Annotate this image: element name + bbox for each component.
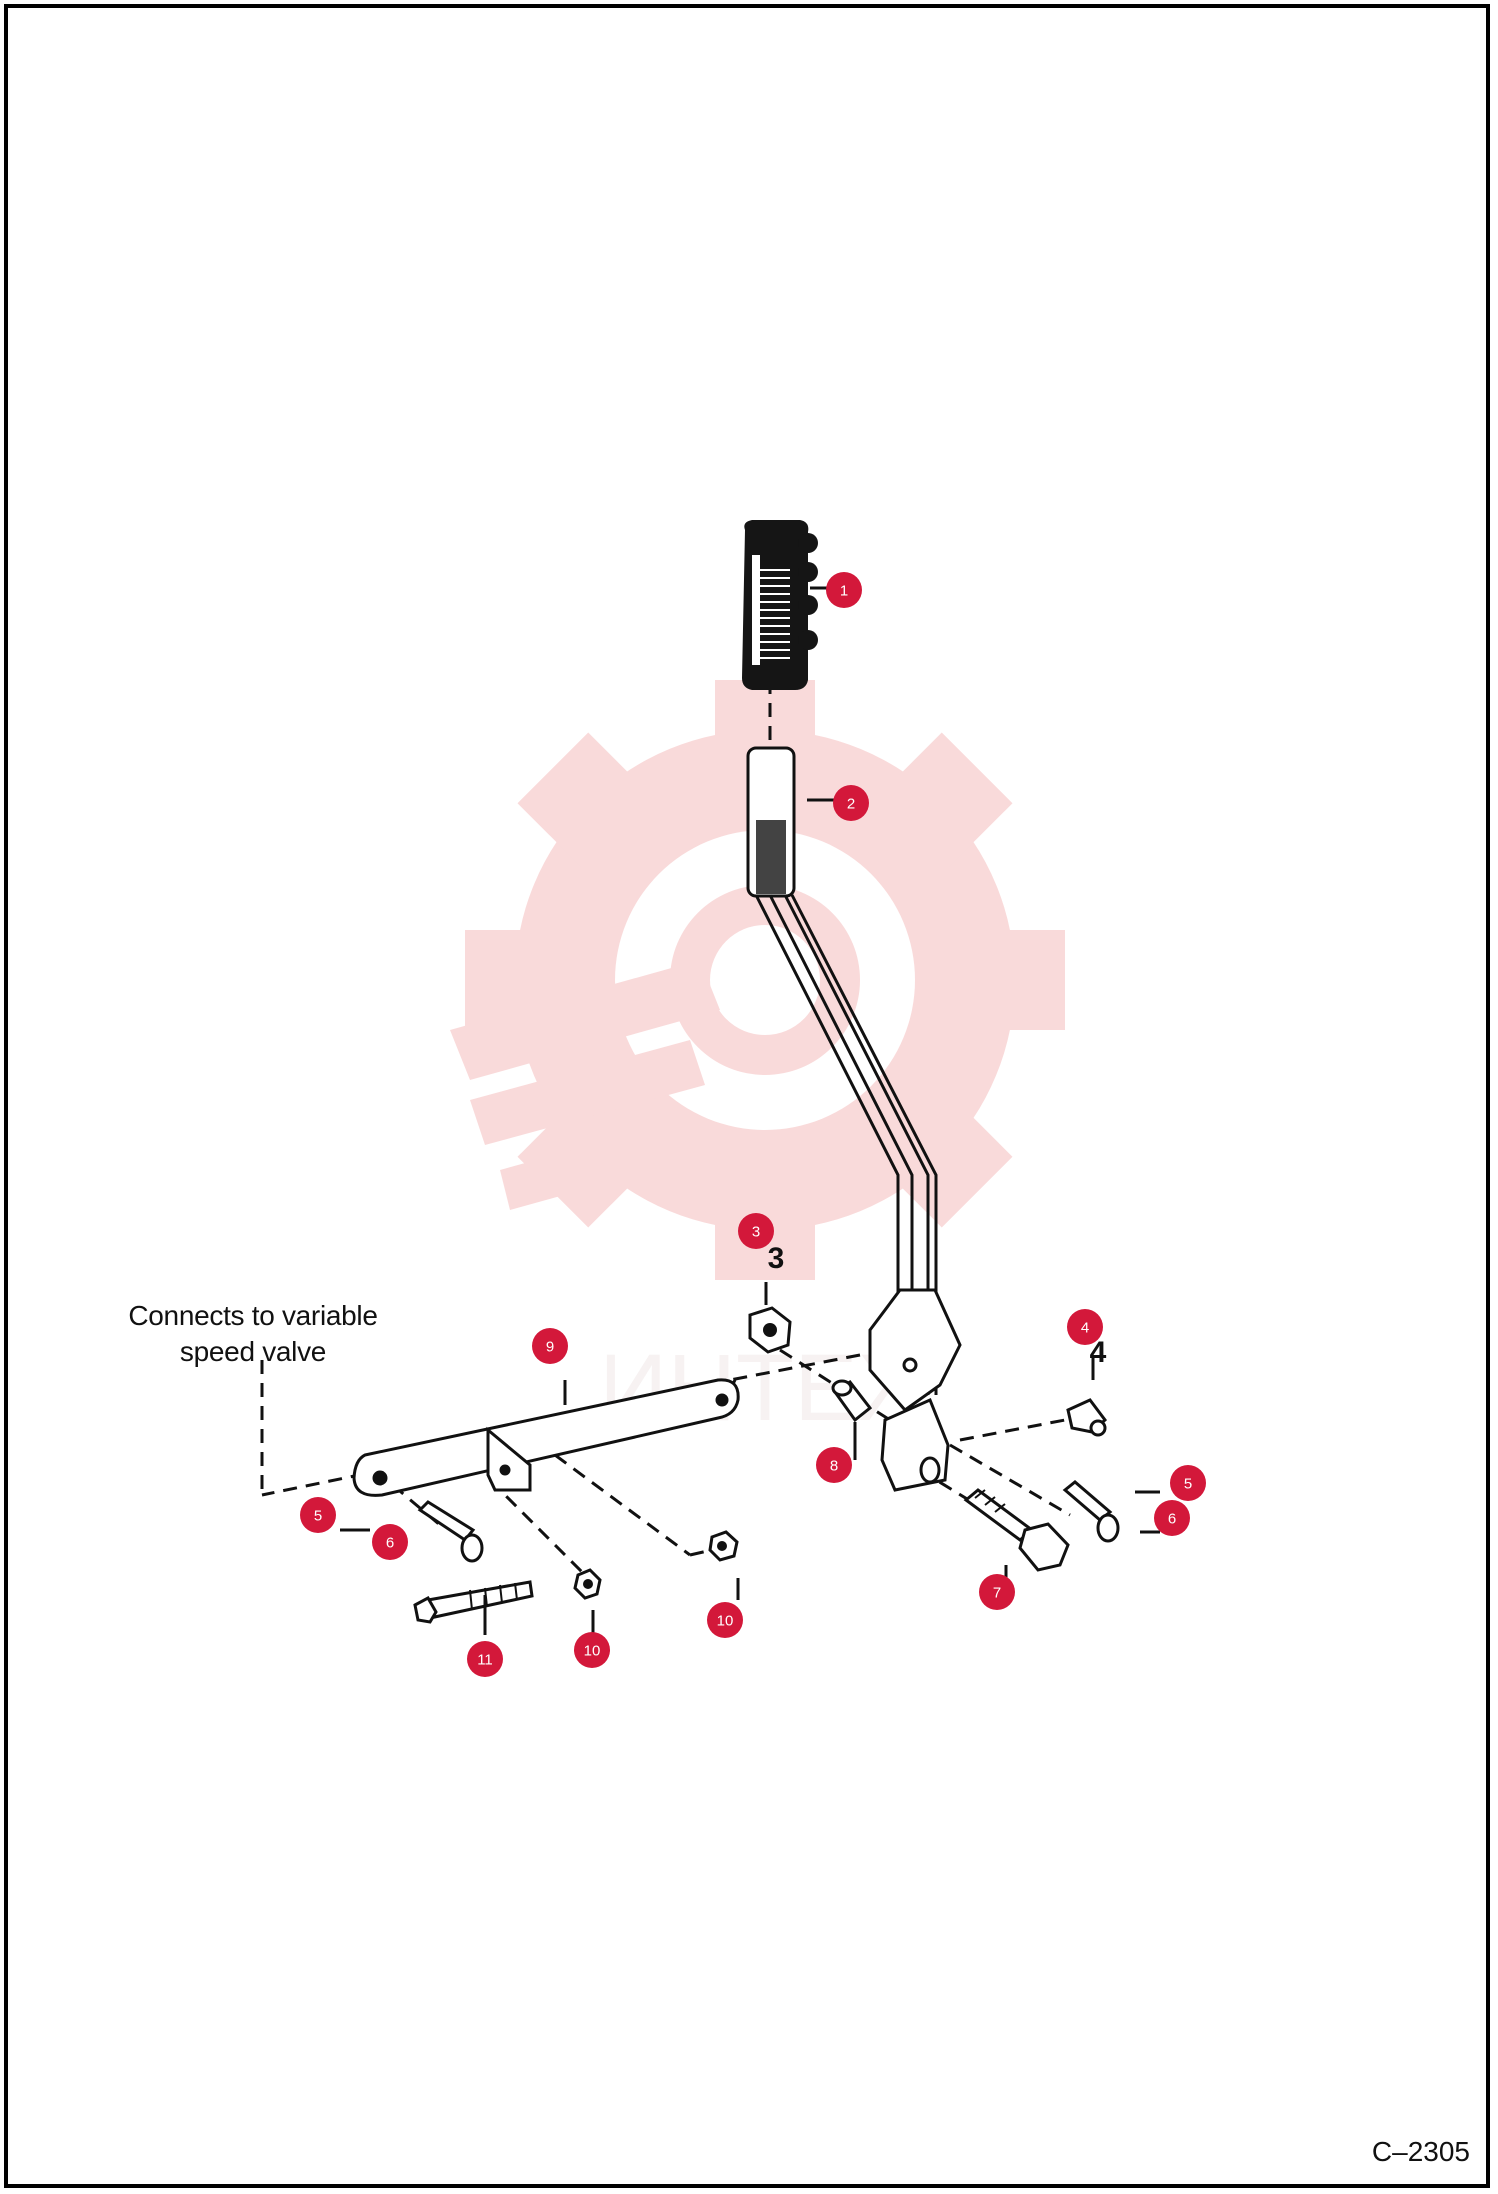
callout-2[interactable]: 2 bbox=[833, 785, 869, 821]
callout-badge bbox=[1154, 1500, 1190, 1536]
callout-label: 10 bbox=[717, 1613, 734, 1630]
callout-badge bbox=[467, 1641, 503, 1677]
callout-4[interactable]: 4 bbox=[1067, 1309, 1103, 1345]
callout-badge bbox=[979, 1574, 1015, 1610]
callout-label: 1 bbox=[840, 583, 848, 600]
callout-badge bbox=[1170, 1465, 1206, 1501]
callout-badge bbox=[738, 1213, 774, 1249]
caption-line-1: Connects to variable bbox=[128, 1300, 378, 1331]
callout-11[interactable]: 11 bbox=[467, 1641, 503, 1677]
callout-badge bbox=[372, 1524, 408, 1560]
callout-label: 5 bbox=[314, 1508, 322, 1525]
nut-part bbox=[748, 1306, 792, 1354]
callout-5-left[interactable]: 5 bbox=[300, 1497, 336, 1533]
callout-label: 5 bbox=[1184, 1476, 1192, 1493]
callout-label: 9 bbox=[546, 1339, 554, 1356]
callout-label: 2 bbox=[847, 796, 855, 813]
callout-label: 6 bbox=[386, 1535, 394, 1552]
bolt-part bbox=[963, 1488, 1070, 1572]
callout-1[interactable]: 1 bbox=[826, 572, 862, 608]
bolt-11-part bbox=[413, 1580, 534, 1624]
printed-number-4: 4 bbox=[1090, 1336, 1107, 1369]
leader-lines bbox=[340, 586, 1160, 1640]
callout-badge bbox=[1067, 1309, 1103, 1345]
callout-10-right[interactable]: 10 bbox=[707, 1602, 743, 1638]
sleeve-part bbox=[831, 1379, 873, 1423]
callout-badge bbox=[300, 1497, 336, 1533]
callout-badge bbox=[816, 1447, 852, 1483]
callout-badge bbox=[532, 1328, 568, 1364]
callout-10-left[interactable]: 10 bbox=[574, 1632, 610, 1668]
link-bar-part bbox=[352, 1378, 740, 1497]
callout-label: 8 bbox=[830, 1458, 838, 1475]
diagram-caption: Connects to variable speed valve bbox=[88, 1298, 418, 1370]
callout-label: 11 bbox=[477, 1652, 493, 1669]
nut-10-right-part bbox=[708, 1530, 739, 1562]
pin-left-part bbox=[417, 1500, 484, 1563]
callout-badge bbox=[574, 1632, 610, 1668]
fitting-part bbox=[1066, 1398, 1108, 1437]
lever-part bbox=[746, 746, 962, 1492]
callout-label: 3 bbox=[752, 1224, 760, 1241]
callout-9[interactable]: 9 bbox=[532, 1328, 568, 1364]
callout-7[interactable]: 7 bbox=[979, 1574, 1015, 1610]
printed-number-3: 3 bbox=[768, 1242, 785, 1275]
pin-right-part bbox=[1062, 1480, 1120, 1543]
callout-6-left[interactable]: 6 bbox=[372, 1524, 408, 1560]
callout-label: 7 bbox=[993, 1585, 1001, 1602]
callout-6-right[interactable]: 6 bbox=[1154, 1500, 1190, 1536]
grip-part bbox=[742, 520, 818, 690]
caption-line-2: speed valve bbox=[179, 1336, 327, 1367]
callout-badge bbox=[707, 1602, 743, 1638]
callout-label: 4 bbox=[1081, 1320, 1089, 1337]
nut-10-left-part bbox=[573, 1568, 602, 1600]
figure-number: C–2305 bbox=[1371, 2136, 1470, 2167]
callout-8[interactable]: 8 bbox=[816, 1447, 852, 1483]
callout-badge bbox=[833, 785, 869, 821]
callout-label: 10 bbox=[584, 1643, 601, 1660]
callout-badge bbox=[826, 572, 862, 608]
callout-3[interactable]: 3 bbox=[738, 1213, 774, 1249]
callout-5-right[interactable]: 5 bbox=[1170, 1465, 1206, 1501]
callout-label: 6 bbox=[1168, 1511, 1176, 1528]
